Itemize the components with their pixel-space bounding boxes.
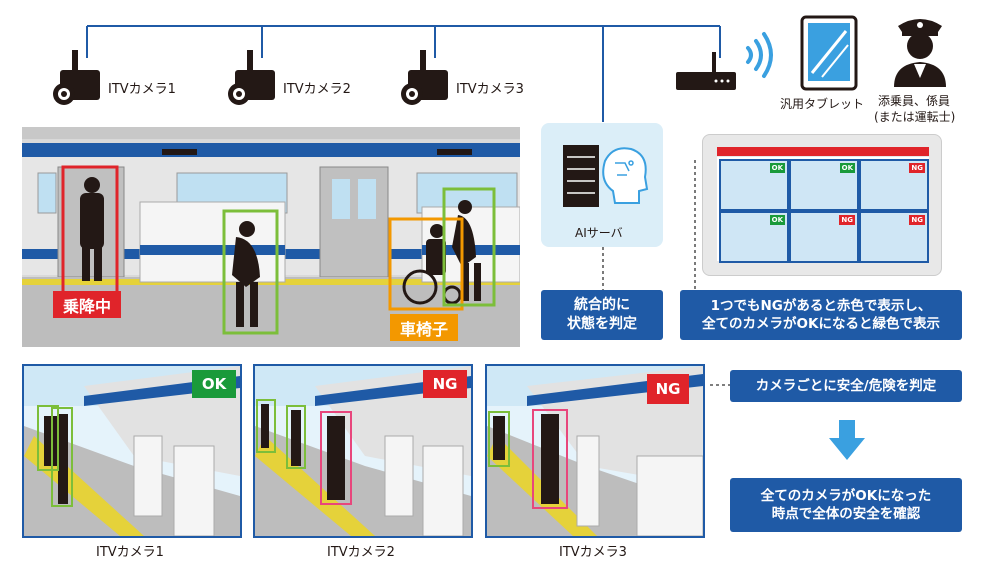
staff-unit: 添乗員、係員 (または運転士) <box>868 12 978 127</box>
feed-scene <box>24 366 240 536</box>
tablet-desc-line1: 1つでもNGがあると赤色で表示し、 <box>710 297 932 314</box>
camera-feed-1: OK <box>22 364 242 538</box>
tablet-thumb-status: OK <box>769 163 785 173</box>
feed-status-badge: OK <box>192 370 236 398</box>
tablet-thumb: OK <box>719 211 789 263</box>
conductor-icon <box>894 19 946 87</box>
tablet-unit: 汎用タブレット <box>780 15 880 115</box>
per-camera-judgement-text: カメラごとに安全/危険を判定 <box>755 377 937 394</box>
cctv-camera-icon <box>228 50 275 105</box>
staff-label-2: (または運転士) <box>874 110 956 124</box>
router-icon <box>676 52 736 90</box>
tablet-screen-view: OK OK NG OK NG NG <box>702 134 942 276</box>
down-arrow-icon <box>829 420 865 460</box>
tablet-desc-line2: 全てのカメラがOKになると緑色で表示 <box>702 316 940 332</box>
camera-feed-3: NG <box>485 364 705 538</box>
tablet-label: 汎用タブレット <box>780 97 865 111</box>
overall-safety-line1: 全てのカメラがOKになった <box>760 487 932 504</box>
wheelchair-tag: 車椅子 <box>390 314 458 341</box>
tablet-thumb-status: NG <box>909 215 925 225</box>
wifi-icon <box>746 32 773 78</box>
feed-caption-2: ITVカメラ2 <box>327 545 395 560</box>
server-desc-line2: 状態を判定 <box>567 316 637 332</box>
tablet-camera-grid: OK OK NG OK NG NG <box>717 157 929 263</box>
boarding-tag: 乗降中 <box>53 291 121 318</box>
feed-status-badge: NG <box>423 370 467 398</box>
server-desc-box: 統合的に 状態を判定 <box>541 290 663 340</box>
overall-safety-line2: 時点で全体の安全を確認 <box>771 506 921 522</box>
server-desc-line1: 統合的に <box>574 297 630 314</box>
feed-status-badge: NG <box>647 374 689 404</box>
tablet-thumb: NG <box>789 211 859 263</box>
per-camera-judgement-box: カメラごとに安全/危険を判定 <box>730 370 962 402</box>
camera-unit-3: ITVカメラ3 <box>398 50 538 120</box>
tablet-icon <box>800 15 858 91</box>
overall-safety-box: 全てのカメラがOKになった 時点で全体の安全を確認 <box>730 478 962 532</box>
tablet-thumb: OK <box>719 159 789 211</box>
cctv-camera-icon <box>401 50 448 105</box>
cctv-camera-icon <box>53 50 100 105</box>
tablet-thumb-status: NG <box>839 215 855 225</box>
staff-label-1: 添乗員、係員 <box>878 94 951 108</box>
camera-unit-1: ITVカメラ1 <box>50 50 190 120</box>
tablet-desc-box: 1つでもNGがあると赤色で表示し、 全てのカメラがOKになると緑色で表示 <box>680 290 962 340</box>
tablet-status-bar <box>717 147 929 156</box>
camera-label: ITVカメラ1 <box>108 82 176 97</box>
tablet-thumb: NG <box>859 159 929 211</box>
tablet-thumb-status: OK <box>769 215 785 225</box>
camera-feed-2: NG <box>253 364 473 538</box>
tablet-thumb-status: OK <box>839 163 855 173</box>
tablet-thumb-status: NG <box>909 163 925 173</box>
camera-label: ITVカメラ2 <box>283 82 351 97</box>
server-label: AIサーバ <box>575 226 623 240</box>
tablet-thumb: NG <box>859 211 929 263</box>
feed-caption-1: ITVカメラ1 <box>96 545 164 560</box>
ai-server-panel: AIサーバ <box>541 123 663 247</box>
camera-label: ITVカメラ3 <box>456 82 524 97</box>
tablet-thumb: OK <box>789 159 859 211</box>
server-icon <box>563 145 649 207</box>
feed-scene <box>255 366 471 536</box>
camera-unit-2: ITVカメラ2 <box>225 50 365 120</box>
feed-caption-3: ITVカメラ3 <box>559 545 627 560</box>
